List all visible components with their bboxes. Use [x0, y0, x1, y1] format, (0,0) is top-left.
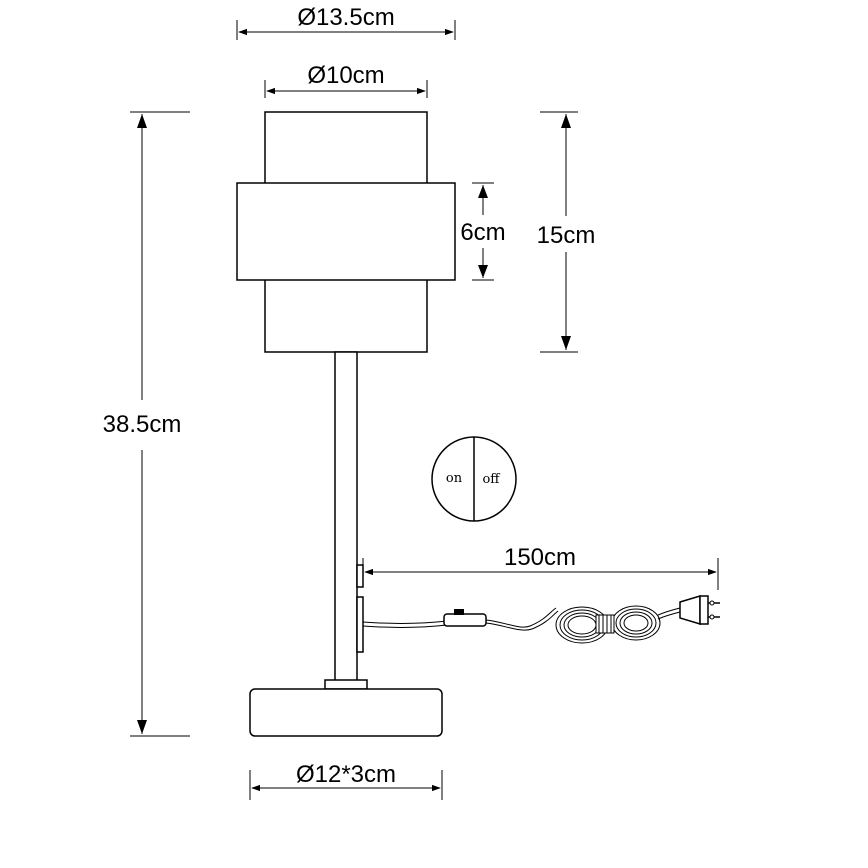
switch-on-label: on: [446, 471, 463, 486]
total-height-label: 38.5cm: [103, 411, 182, 438]
coiled-cable: [555, 605, 681, 644]
lamp-stem: [334, 351, 364, 683]
dimension-shade-inner-diameter: Ø10cm: [264, 62, 428, 98]
switch-off-label: off: [482, 472, 501, 487]
dimension-total-height: 38.5cm: [103, 111, 190, 737]
dimension-band-height: 6cm: [460, 182, 506, 281]
lamp-shade-band: [236, 182, 456, 281]
shade-outer-diameter-label: Ø13.5cm: [297, 4, 394, 31]
dimension-shade-outer-diameter: Ø13.5cm: [236, 4, 456, 40]
inline-switch: [443, 613, 487, 627]
shade-inner-diameter-label: Ø10cm: [307, 62, 384, 89]
inline-switch-button: [454, 609, 464, 615]
power-cable: [362, 607, 559, 631]
dimension-cable-length: 150cm: [362, 544, 719, 590]
shade-height-label: 15cm: [537, 222, 596, 249]
plug: [679, 594, 720, 626]
dimension-base-size: Ø12*3cm: [249, 761, 443, 800]
base-size-label: Ø12*3cm: [296, 761, 396, 788]
on-off-switch-icon: on off: [431, 436, 517, 522]
band-height-label: 6cm: [460, 219, 505, 246]
cable-length-label: 150cm: [504, 544, 576, 571]
lamp-stem-collar: [324, 679, 368, 690]
lamp-base: [249, 688, 443, 737]
dimension-shade-height: 15cm: [537, 111, 596, 353]
